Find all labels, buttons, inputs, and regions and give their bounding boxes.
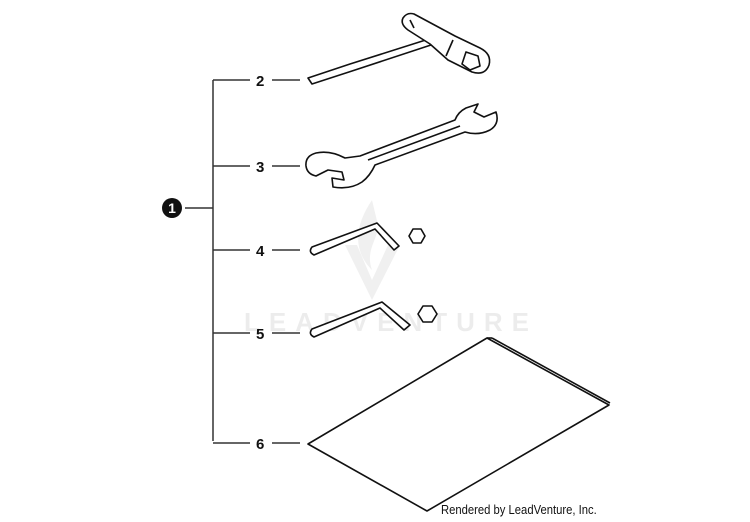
manual-sheet[interactable] bbox=[307, 337, 611, 512]
callout-bracket bbox=[185, 79, 300, 444]
assembly-callout-label: 1 bbox=[168, 200, 176, 216]
callout-5[interactable]: 5 bbox=[256, 326, 264, 343]
t-socket-wrench[interactable] bbox=[307, 12, 491, 85]
hex-size-icon-large bbox=[417, 305, 438, 323]
callout-6[interactable]: 6 bbox=[256, 436, 264, 453]
callout-2[interactable]: 2 bbox=[256, 73, 264, 90]
render-credit: Rendered by LeadVenture, Inc. bbox=[441, 503, 597, 517]
callout-3[interactable]: 3 bbox=[256, 159, 264, 176]
hex-size-icon-small bbox=[408, 228, 426, 244]
assembly-callout[interactable]: 1 bbox=[162, 198, 182, 218]
hex-key-small[interactable] bbox=[309, 222, 426, 256]
open-end-wrench[interactable] bbox=[305, 103, 498, 189]
hex-key-large[interactable] bbox=[309, 301, 438, 338]
callout-4[interactable]: 4 bbox=[256, 243, 265, 260]
